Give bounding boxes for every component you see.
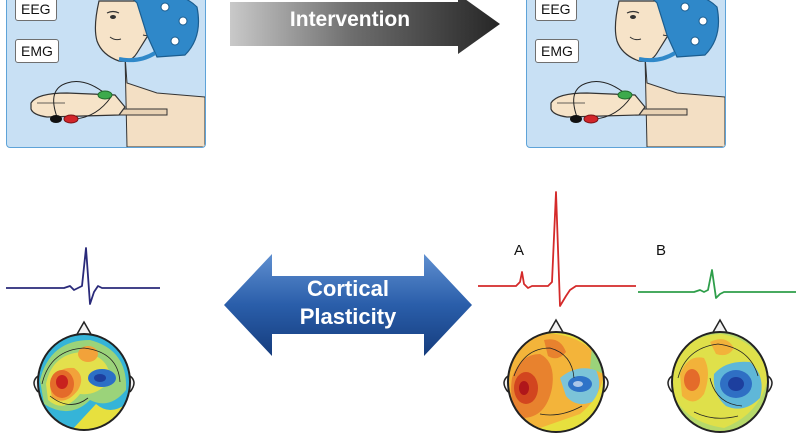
intervention-label: Intervention	[289, 8, 411, 31]
trace-a-label: A	[514, 242, 525, 259]
trace-a-evoked-response	[478, 191, 636, 307]
cortical-plasticity-label-line2: Plasticity	[299, 304, 397, 329]
baseline-evoked-response-trace	[6, 247, 160, 305]
eeg-label: EEG	[15, 0, 57, 21]
before-setup-panel: EEG EMG	[6, 0, 206, 148]
subject-illustration	[30, 0, 205, 147]
emg-label: EMG	[15, 39, 59, 63]
emg-label: EMG	[535, 39, 579, 63]
intervention-arrow: Intervention	[230, 0, 500, 54]
cortical-plasticity-arrow: Cortical Plasticity	[224, 254, 472, 356]
cortical-plasticity-label-line1: Cortical	[307, 276, 389, 301]
trace-b-label: B	[656, 242, 667, 259]
after-setup-panel: EEG EMG	[526, 0, 726, 148]
baseline-scalp-map	[33, 320, 135, 431]
post-intervention-scalp-map-a	[503, 318, 609, 433]
post-intervention-scalp-map-b	[667, 318, 773, 433]
eeg-label: EEG	[535, 0, 577, 21]
trace-b-evoked-response	[638, 269, 796, 299]
subject-illustration	[550, 0, 725, 147]
